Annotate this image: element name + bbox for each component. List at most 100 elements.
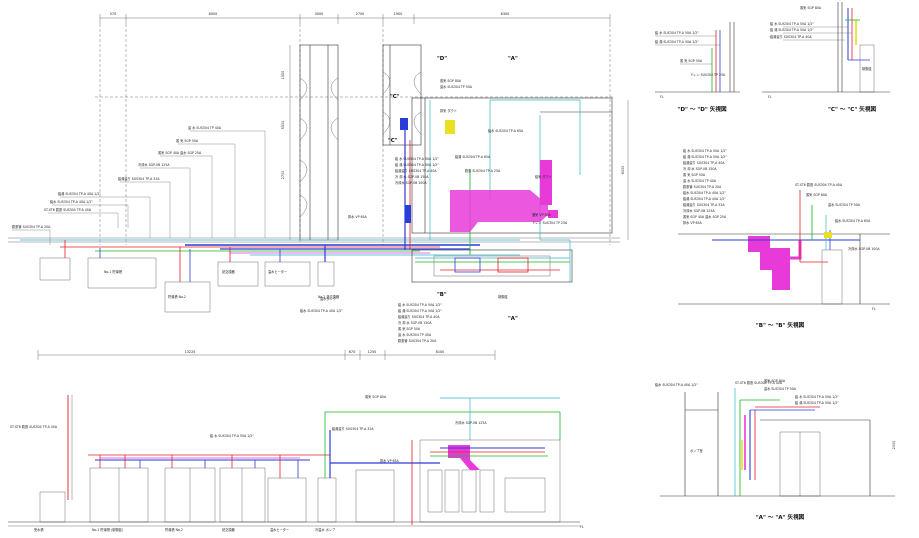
note-mr-9: 冷却水 SGP-VB 100A <box>395 180 427 185</box>
note-bb-2: 給 湯 SUS304 TP-A 50A 1/2" <box>683 154 727 159</box>
note-dd-4: ドレン SUS304 TP 25A <box>690 73 726 77</box>
note-bb-13: 排水 VP 65A <box>683 220 703 225</box>
note-bb-3: 給湯還り SUS304 TP-A 40A <box>683 160 725 165</box>
elev-label-6: 冷温水 ポンプ <box>315 527 336 532</box>
note-list-1: 給 水 SUS304 TP-A 50A 1/2" <box>398 302 442 307</box>
note-bb-14: ST-ST6 膨張 SUS304 TP-A 40A <box>795 182 843 187</box>
note-bb-12: 蒸気 SGP 40A 還水 SGP 25A <box>683 214 727 219</box>
note-mr-16: 制御盤 <box>498 294 508 299</box>
hot-water-heater <box>264 261 311 287</box>
note-bb-9: 給湯 SUS304 TP-A 40A 1/2" <box>683 196 726 201</box>
room-label-aa: ポンプ室 <box>690 448 703 453</box>
note-plan-4: 給湯還り SUS304 TP-A 32A <box>118 176 160 181</box>
elev-pump <box>317 477 337 523</box>
note-list-3: 給湯還り SUS304 TP-A 40A <box>398 314 440 319</box>
equip-label-4: 温水ヒーター <box>268 269 287 274</box>
note-list-4: 冷 却 水 SGP-VB 150A <box>398 320 432 325</box>
plan-view: 570 6000 3000 2700 1900 6300 1550 5500 2… <box>8 12 896 449</box>
dim-side-2: 5500 <box>281 121 285 130</box>
pump-unit <box>317 261 335 287</box>
dim-bottom-3: 1250 <box>368 350 377 354</box>
note-mr-6: 給 湯 SUS304 TP-A 50A 1/2" <box>395 162 439 167</box>
elev-label-2: No.1 貯湯槽 (制御盤) <box>92 527 123 532</box>
note-mr-12: 給気 ダクト <box>535 174 552 179</box>
note-elev-6: 排水 VP 65A <box>380 458 400 463</box>
note-bb-8: 給水 SUS304 TP-A 40A 1/2" <box>683 190 726 195</box>
note-bb-4: 冷 却 水 SGP-VB 150A <box>683 166 717 171</box>
elev-tank-1 <box>39 491 66 523</box>
note-mr-11: 膨張 SUS304 TP-A 25A <box>465 168 501 173</box>
note-mr-5: 給 水 SUS304 TP-A 50A 1/2" <box>395 156 439 161</box>
note-elev-4: 蒸気 SGP 80A <box>365 394 387 399</box>
caption-aa: "A" ～ "A" 矢視図 <box>756 513 805 521</box>
dim-top-1: 570 <box>110 12 116 16</box>
note-list-7: 膨張管 SUS304 TP-A 20A <box>398 338 437 343</box>
note-bb-17: 給水 SUS304 TP-A 65A <box>835 218 871 223</box>
elev-label-3: 貯湯槽 No.2 <box>165 527 183 532</box>
note-cc-4: 給湯還り SUS304 TP-A 40A <box>770 34 812 39</box>
dim-side-4: 6000 <box>621 166 625 175</box>
dim-bottom-4: 8100 <box>436 350 445 354</box>
note-plan-6: 蒸気 SGP 40A 還水 SGP 25A <box>158 150 202 155</box>
note-mr-14: 通気 VP 50A <box>532 212 552 217</box>
heat-exchanger <box>217 261 259 287</box>
note-plan-5: 冷却水 SGP-VB 125A <box>138 162 170 167</box>
note-aa-3: 還水 SUS304 TP 50A <box>764 386 797 391</box>
note-list-8: 給水 SUS304 TP-A 40A 1/2" <box>300 308 343 313</box>
mark-d-top: "D" <box>437 56 447 62</box>
note-bb-16: 還水 SUS304 TP 50A <box>828 202 861 207</box>
storage-tank-2 <box>164 281 211 313</box>
note-bb-10: 給湯還り SUS304 TP-A 32A <box>683 202 725 207</box>
mark-c-mid: "C" <box>388 138 398 144</box>
caption-bb: "B" ～ "B" 矢視図 <box>756 321 805 329</box>
equip-label-1: No.1 貯湯槽 <box>104 269 123 274</box>
note-aa-6: 給水 SUS304 TP-A 40A 1/2" <box>655 382 698 387</box>
note-aa-5: 給 湯 SUS304 TP-A 50A 1/2" <box>795 400 839 405</box>
section-bb: 給 水 SUS304 TP-A 50A 1/2" 給 湯 SUS304 TP-A… <box>678 148 890 329</box>
note-mr-13: 排水 VP 65A <box>348 214 368 219</box>
note-cc-5: 制御盤 <box>862 66 872 71</box>
floor-label-cc: FL <box>768 95 772 99</box>
dim-top-3: 3000 <box>315 12 324 16</box>
note-elev-2: 給 水 SUS304 TP-A 50A 1/2" <box>210 433 254 438</box>
note-plan-2: 給水 SUS304 TP-A 40A 1/2" <box>50 199 93 204</box>
note-elev-1: ST-ST6 膨張 SUS304 TP-A 40A <box>10 424 58 429</box>
equip-label-3: 熱交換器 <box>222 269 236 274</box>
dim-top-6: 6300 <box>501 12 510 16</box>
note-cc-2: 給 水 SUS304 TP-A 50A 1/2" <box>770 21 814 26</box>
note-bb-15: 蒸気 SGP 80A <box>806 192 828 197</box>
elev-label-5: 温水ヒーター <box>270 527 289 532</box>
note-dd-1: 給 水 SUS304 TP-A 50A 1/2" <box>655 30 699 35</box>
dim-top-2: 6000 <box>209 12 218 16</box>
elevation-view: ST-ST6 膨張 SUS304 TP-A 40A 給 水 SUS304 TP-… <box>8 394 584 532</box>
note-aa-2: 蒸気 SGP 80A <box>764 378 786 383</box>
equip-label-2: 貯湯槽 No.2 <box>168 294 186 299</box>
elev-room-door <box>355 469 395 523</box>
storage-tank-1 <box>87 257 157 289</box>
note-dd-3: 蒸 気 SGP 50A <box>680 58 703 63</box>
section-dd: 給 水 SUS304 TP-A 50A 1/2" 給 湯 SUS304 TP-A… <box>655 22 740 113</box>
note-elev-3: 給湯還り SUS304 TP-A 32A <box>332 426 374 431</box>
floor-label-bb: FL <box>872 307 876 311</box>
note-bb-11: 冷却水 SGP-VB 125A <box>683 208 715 213</box>
note-list-5: 蒸 気 SGP 50A <box>398 326 421 331</box>
dim-side-3: 2700 <box>281 171 285 180</box>
note-mr-2: 還水 SUS304 TP 50A <box>440 84 473 89</box>
note-plan-7: 蒸 気 SGP 50A <box>176 138 199 143</box>
note-bb-6: 還 水 SUS304 TP 40A <box>683 178 717 183</box>
note-plan-3: 給湯 SUS304 TP-A 40A 1/2" <box>58 191 101 196</box>
note-aa-4: 給 水 SUS304 TP-A 50A 1/2" <box>795 394 839 399</box>
floor-label-dd: FL <box>660 95 664 99</box>
mark-c-left: "C" <box>390 94 400 100</box>
note-elev-5: 冷却水 SGP-VB 125A <box>455 420 487 425</box>
note-mr-8: 冷 却 水 SGP-VB 150A <box>395 174 429 179</box>
note-mr-3: 排気 ダクト <box>440 108 457 113</box>
equip-label-5: No.2 熱交換器 <box>318 294 340 299</box>
elev-label-1: 受水槽 <box>34 527 44 532</box>
note-plan-1: ST-ST6 膨張 SUS304 TP-A 40A <box>44 207 92 212</box>
dim-side-1: 1550 <box>281 71 285 80</box>
note-bb-5: 蒸 気 SGP 50A <box>683 172 706 177</box>
section-cc: 蒸気 SGP 80A 給 水 SUS304 TP-A 50A 1/2" 給 湯 … <box>762 2 890 113</box>
caption-cc: "C" ～ "C" 矢視図 <box>828 105 876 113</box>
